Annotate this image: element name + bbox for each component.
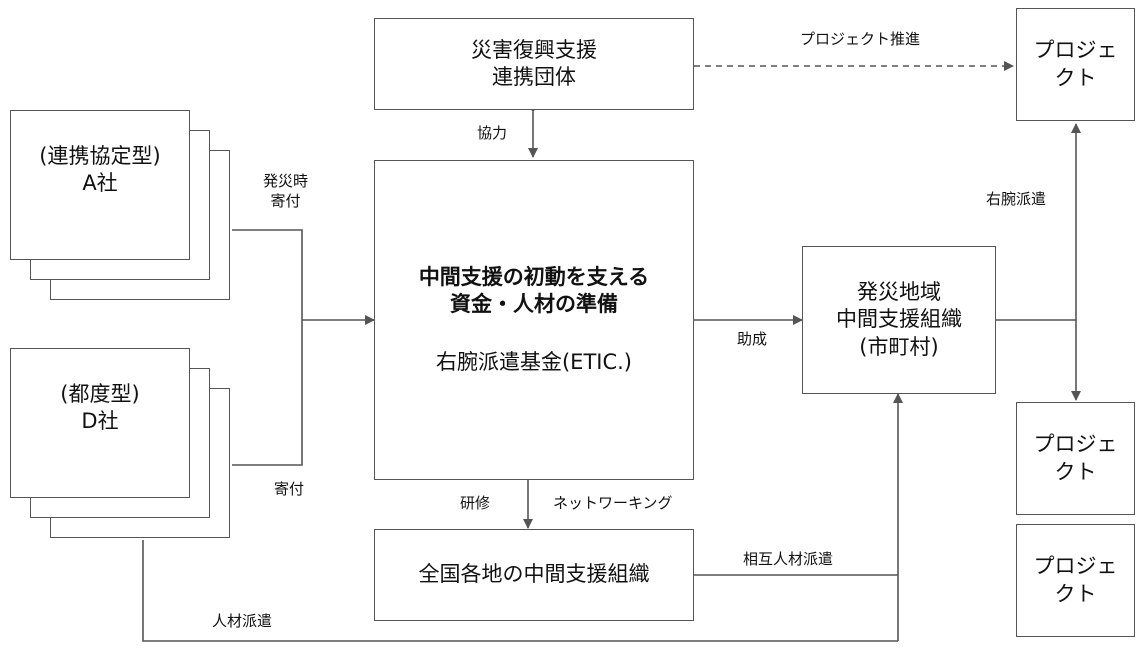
company-a-name: A社 bbox=[82, 171, 118, 195]
personnel-dispatch-line bbox=[142, 540, 898, 642]
company-d-type: (都度型) bbox=[60, 381, 140, 406]
company-d-donation-line bbox=[232, 320, 303, 466]
donation-label: 寄付 bbox=[274, 480, 305, 498]
donation-on-disaster-label: 発災時 寄付 bbox=[263, 172, 308, 211]
company-a-card: (連携協定型) A社 bbox=[10, 110, 190, 260]
disaster-recovery-org-box: 災害復興支援 連携団体 bbox=[374, 18, 694, 110]
project-promotion-label: プロジェクト推進 bbox=[800, 30, 921, 48]
local-org-line-2: 中間支援組織 bbox=[836, 307, 962, 332]
mutual-dispatch-label: 相互人材派遣 bbox=[743, 550, 834, 568]
donation-on-disaster-line-1: 発災時 bbox=[263, 172, 309, 190]
project-middle-line-1: プロジェ bbox=[1033, 432, 1118, 457]
local-org-line-1: 発災地域 bbox=[857, 280, 941, 305]
project-box-bottom: プロジェ クト bbox=[1016, 524, 1135, 637]
national-intermediary-orgs-box: 全国各地の中間支援組織 bbox=[374, 529, 694, 621]
disaster-org-line-1: 災害復興支援 bbox=[471, 37, 597, 62]
personnel-dispatch-label: 人材派遣 bbox=[212, 612, 273, 630]
training-label: 研修 bbox=[460, 494, 491, 512]
central-subtitle: 右腕派遣基金(ETIC.) bbox=[435, 349, 632, 374]
project-box-middle: プロジェ クト bbox=[1016, 402, 1135, 515]
company-a-donation-line bbox=[232, 229, 303, 320]
cooperation-label: 協力 bbox=[477, 124, 508, 142]
networking-label: ネットワーキング bbox=[553, 494, 673, 512]
project-bottom-line-1: プロジェ bbox=[1033, 554, 1118, 579]
national-orgs-label: 全国各地の中間支援組織 bbox=[418, 562, 650, 587]
central-fund-box: 中間支援の初動を支える 資金・人材の準備 右腕派遣基金(ETIC.) bbox=[374, 160, 694, 480]
project-bottom-line-2: クト bbox=[1054, 581, 1097, 606]
disaster-org-line-2: 連携団体 bbox=[492, 65, 576, 89]
project-top-line-2: クト bbox=[1054, 65, 1097, 90]
central-title-line-1: 中間支援の初動を支える bbox=[418, 265, 650, 290]
company-d-name: D社 bbox=[81, 409, 119, 433]
central-title-line-2: 資金・人材の準備 bbox=[450, 292, 618, 317]
donation-on-disaster-line-2: 寄付 bbox=[270, 191, 301, 210]
grant-label: 助成 bbox=[737, 330, 768, 348]
right-hand-dispatch-label: 右腕派遣 bbox=[986, 190, 1047, 208]
local-org-line-3: (市町村) bbox=[859, 334, 939, 359]
project-box-top: プロジェ クト bbox=[1016, 8, 1135, 121]
local-intermediary-org-box: 発災地域 中間支援組織 (市町村) bbox=[802, 246, 996, 394]
company-d-card: (都度型) D社 bbox=[10, 348, 190, 498]
company-a-type: (連携協定型) bbox=[39, 143, 161, 168]
project-top-line-1: プロジェ bbox=[1033, 38, 1118, 63]
project-middle-line-2: クト bbox=[1054, 459, 1097, 484]
